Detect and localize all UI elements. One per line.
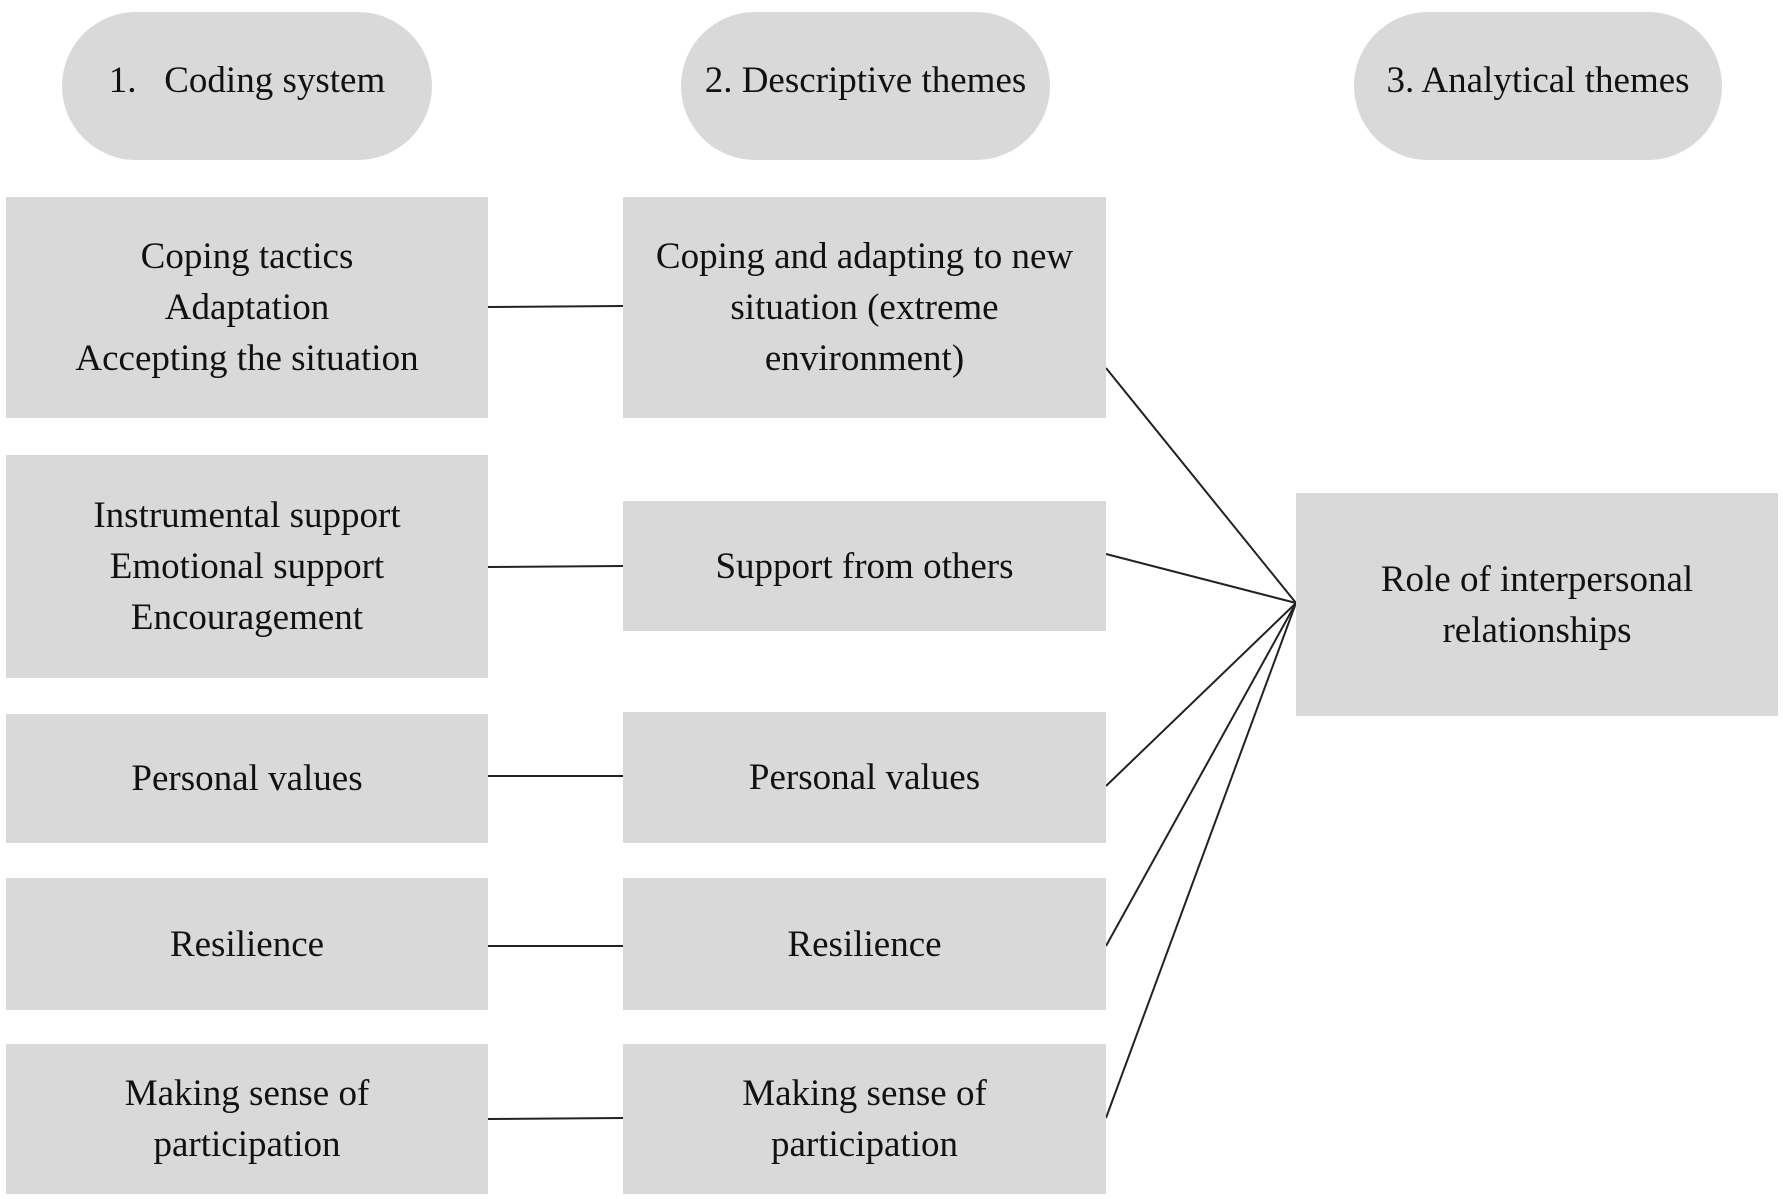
descriptive-box-resilience: Resilience: [623, 878, 1106, 1010]
analytical-box-line: relationships: [1442, 609, 1632, 651]
connector-coding-5: [487, 1117, 624, 1120]
descriptive-box-personal-values: Personal values: [623, 712, 1106, 843]
descriptive-box-line: Resilience: [787, 923, 942, 965]
coding-box-line: Encouragement: [130, 597, 364, 638]
coding-box-line: participation: [153, 1124, 341, 1165]
coding-box-support: Instrumental support Emotional support E…: [6, 455, 488, 678]
descriptive-box-coping-adapting: Coping and adapting to new situation (ex…: [623, 197, 1106, 418]
connector-coding-1: [487, 305, 624, 308]
coding-box-line: Adaptation: [164, 287, 330, 328]
coding-box-resilience: Resilience: [6, 878, 488, 1010]
descriptive-box-line: participation: [771, 1124, 958, 1165]
coding-box-coping: Coping tactics Adaptation Accepting the …: [6, 197, 488, 418]
coding-box-line: Making sense of: [124, 1073, 370, 1114]
descriptive-box-line: environment): [764, 338, 965, 379]
coding-box-line: Instrumental support: [93, 495, 401, 536]
coding-box-personal-values: Personal values: [6, 714, 488, 843]
connector-desc-1: [1105, 367, 1297, 604]
descriptive-box-making-sense: Making sense of participation: [623, 1044, 1106, 1194]
coding-box-line: Resilience: [169, 923, 325, 965]
connector-coding-2: [487, 565, 624, 568]
connector-desc-4: [1105, 602, 1297, 947]
analytical-box-line: Role of interpersonal: [1380, 558, 1694, 600]
header-coding-system-label: 1. Coding system: [108, 60, 386, 101]
coding-box-line: Coping tactics: [140, 236, 354, 277]
descriptive-box-line: Personal values: [748, 757, 981, 798]
header-coding-system: 1. Coding system: [62, 12, 432, 160]
analytical-box-interpersonal: Role of interpersonal relationships: [1296, 493, 1778, 716]
coding-box-line: Accepting the situation: [75, 338, 419, 379]
descriptive-box-line: situation (extreme: [730, 287, 999, 328]
coding-box-making-sense: Making sense of participation: [6, 1044, 488, 1194]
connector-desc-2: [1105, 553, 1297, 604]
coding-box-line: Personal values: [131, 758, 363, 799]
descriptive-box-line: Support from others: [715, 545, 1014, 587]
descriptive-box-support: Support from others: [623, 501, 1106, 631]
coding-box-line: Emotional support: [109, 546, 385, 587]
header-descriptive-themes: 2. Descriptive themes: [681, 12, 1050, 160]
header-analytical-themes-label: 3. Analytical themes: [1386, 60, 1690, 101]
descriptive-box-line: Making sense of: [742, 1073, 987, 1114]
header-descriptive-themes-label: 2. Descriptive themes: [704, 60, 1027, 101]
descriptive-box-line: Coping and adapting to new: [655, 236, 1074, 277]
connector-desc-5: [1105, 602, 1297, 1119]
connector-desc-3: [1105, 602, 1297, 787]
header-analytical-themes: 3. Analytical themes: [1354, 12, 1722, 160]
